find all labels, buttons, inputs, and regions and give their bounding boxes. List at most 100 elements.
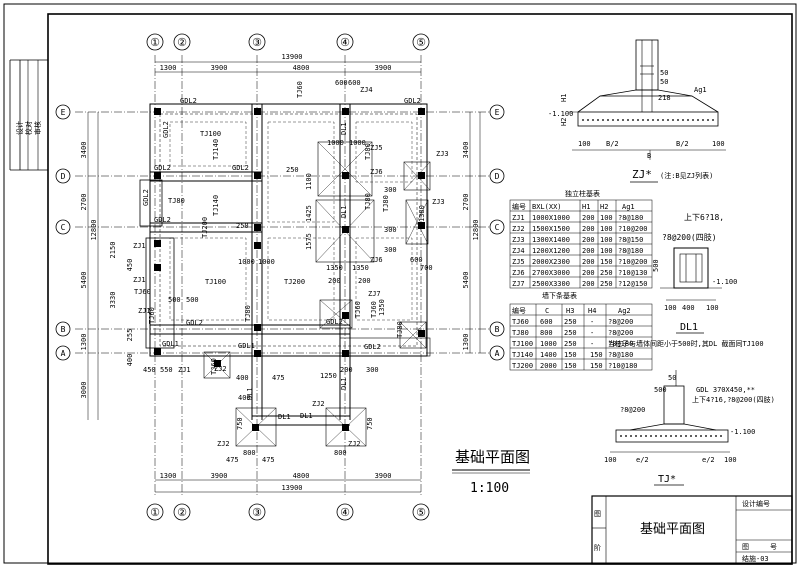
zj-label-14: ZJ2	[348, 440, 361, 448]
gdl-label-5: GDL2	[232, 164, 249, 172]
zj-elev: -1.100	[548, 110, 573, 118]
misc-dim-800b: 800	[334, 449, 347, 457]
dl-dim-100a: 100	[664, 304, 677, 312]
zj-detail-title: ZJ*	[632, 168, 652, 181]
tj-label-4: TJ140	[212, 195, 220, 216]
outer-border	[3, 3, 797, 564]
zj-label-3: ZJ6	[370, 168, 383, 176]
tj-label-1: TJ100	[200, 130, 221, 138]
tb-left-2: 阶	[594, 543, 601, 552]
top-dim-3: 4800	[293, 64, 310, 72]
table-tj-h4: Ag2	[618, 307, 631, 315]
table-zj-title: 独立柱基表	[565, 189, 600, 198]
tj-label-7: TJ200	[284, 278, 305, 286]
axis-bubbles-left: E D C B A	[55, 104, 71, 361]
table-tj-cell: TJ200	[512, 362, 533, 370]
zj-label-6: ZJ6	[370, 256, 383, 264]
plan-title-block: 基础平面图 1:100	[452, 448, 530, 496]
misc-dim-1350c: 1350	[378, 299, 386, 316]
table-zj-cell: 100	[600, 247, 613, 255]
misc-dim-475b: 475	[226, 456, 239, 464]
table-tj-header: 编号 C H3 H4 Ag2	[512, 306, 631, 315]
zj-label-11: ZJ2	[214, 365, 227, 373]
table-zj-cell: ZJ5	[512, 258, 525, 266]
margin-text-1: 设计	[15, 121, 24, 135]
dl-label-6: DL1	[246, 387, 254, 400]
inner-frame	[47, 13, 793, 565]
table-zj-cell: 2000X2300	[532, 258, 570, 266]
zj-dim-100a: 100	[578, 140, 591, 148]
bottom-dim-4: 3900	[375, 472, 392, 480]
columns	[154, 108, 425, 431]
zj-dim-50a: 50	[660, 69, 668, 77]
axis-D-left: D	[61, 172, 66, 181]
table-zj-cell: ZJ6	[512, 269, 525, 277]
table-tj-cell: TJ60	[512, 318, 529, 326]
table-zj-cell: 100	[600, 214, 613, 222]
zj-label-2: ZJ5	[370, 144, 383, 152]
axis-1-top: ①	[150, 36, 160, 49]
table-zj-cell: 200	[582, 225, 595, 233]
tj-label-18: TJ80	[382, 195, 390, 212]
gdl1-label-2: GDL1	[238, 342, 255, 350]
misc-dim-800a: 800	[243, 449, 256, 457]
tj-e2b: e/2	[702, 456, 715, 464]
misc-dim-600a: 600	[335, 79, 348, 87]
table-zj-cell: 150	[600, 258, 613, 266]
tj-label-6: TJ100	[205, 278, 226, 286]
misc-dim-1425: 1425	[305, 205, 313, 222]
dl-label-3: DL1	[340, 377, 348, 390]
table-tj-cell: 150	[590, 362, 603, 370]
tb-title: 基础平面图	[640, 522, 705, 537]
zj-dim-100b: 100	[712, 140, 725, 148]
zj-label-8: ZJ1	[133, 242, 146, 250]
detail-zj-text: 50 50 218 Ag1 -1.100 100 B/2 B/2 100 B H…	[548, 69, 725, 181]
dl-label-5: DL1	[278, 413, 291, 421]
table-tj-cell: ?8@200	[608, 318, 633, 326]
tj-e2a: e/2	[636, 456, 649, 464]
table-zj-cell: ?10@130	[618, 269, 648, 277]
table-tj-cell: 150	[590, 351, 603, 359]
zj-b2b: B/2	[676, 140, 689, 148]
table-zj-header: 编号 BXL(XX) H1 H2 Ag1	[512, 202, 635, 211]
table-zj-cell: ZJ7	[512, 280, 525, 288]
zj-label-15: ZJ1	[138, 307, 151, 315]
table-tj-cell: 250	[564, 340, 577, 348]
tb-left-1: 图	[594, 510, 601, 518]
table-zj-cell: ZJ3	[512, 236, 525, 244]
table-tj-h3: H4	[588, 307, 596, 315]
table-zj-cell: 1000X1000	[532, 214, 570, 222]
table-tj-cell: ?8@180	[608, 340, 633, 348]
gdl-label-9: GDL2	[326, 318, 343, 326]
table-zj-cell: 200	[582, 214, 595, 222]
table-zj-cell: ?12@150	[618, 280, 648, 288]
table-tj-cell: TJ140	[512, 351, 533, 359]
gdl-label-1: GDL2	[180, 97, 197, 105]
bottom-total-dim: 13900	[281, 484, 302, 492]
tj-dim-500: 500	[654, 386, 667, 394]
misc-dim-1000b: 1000	[349, 139, 366, 147]
tj-label-2: TJ140	[212, 139, 220, 160]
zj-label-9: ZJ1	[133, 276, 146, 284]
misc-dim-300b: 300	[384, 246, 397, 254]
misc-dim-250a: 250	[286, 166, 299, 174]
grid-lines	[75, 55, 490, 495]
axis-A-right: A	[495, 349, 500, 358]
tj-label-3: TJ80	[168, 197, 185, 205]
table-tj-cell: ?8@200	[608, 329, 633, 337]
table-tj-cell: 150	[564, 362, 577, 370]
tj-gdl-note: GDL 370X450,**	[696, 386, 755, 394]
left-inner-1: 2150	[109, 242, 117, 259]
table-zj-cell: ?8@180	[618, 247, 643, 255]
table-zj-h3: H2	[600, 203, 608, 211]
tb-drawing-no-label2: 号	[770, 543, 777, 551]
table-zj-cell: ZJ1	[512, 214, 525, 222]
dl-title: DL1	[680, 322, 698, 333]
detail-zj	[568, 39, 726, 160]
table-zj-cell: ZJ4	[512, 247, 525, 255]
tj-elev: -1.100	[730, 428, 755, 436]
bottom-dim-3: 4800	[293, 472, 310, 480]
table-tj-cell: -	[590, 318, 594, 326]
misc-dim-250b: 250	[236, 222, 249, 230]
